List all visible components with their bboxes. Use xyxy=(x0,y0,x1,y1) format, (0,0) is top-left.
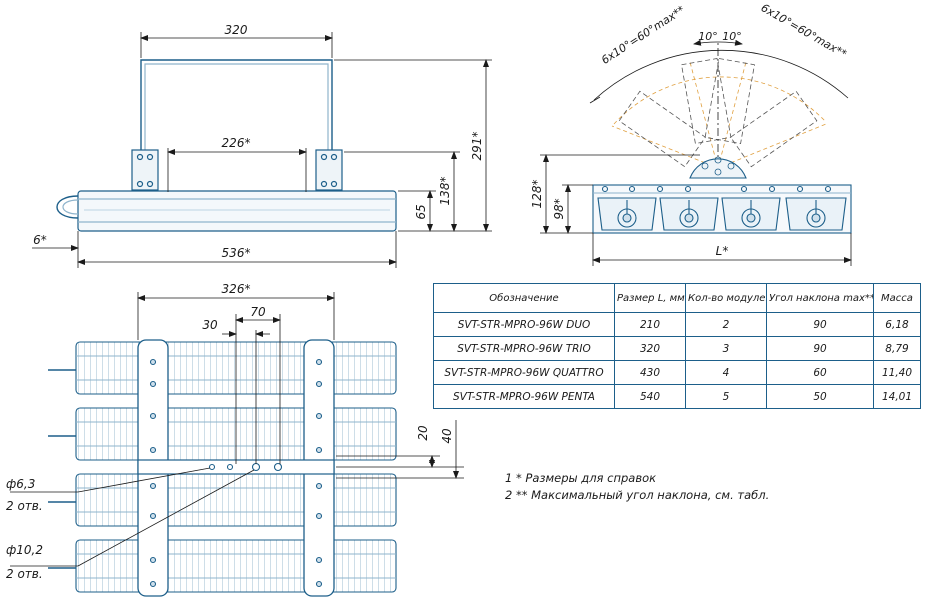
cell-tilt: 90 xyxy=(766,312,874,337)
cell-designation: SVT-STR-MPRO-96W PENTA xyxy=(433,384,615,409)
spec-table-header: Обозначение Размер L, мм Кол-во модулей … xyxy=(433,283,921,313)
table-row: SVT-STR-MPRO-96W QUATTRO 430 4 60 11,40 xyxy=(433,360,921,385)
plan-module xyxy=(48,341,397,395)
cell-mass: 8,79 xyxy=(873,336,921,361)
table-row: SVT-STR-MPRO-96W TRIO 320 3 90 8,79 xyxy=(433,336,921,361)
cell-mass: 11,40 xyxy=(873,360,921,385)
cell-size: 320 xyxy=(614,336,686,361)
plan-module xyxy=(48,539,397,593)
front-view xyxy=(56,59,397,232)
module-profile xyxy=(785,197,847,231)
hole-small-label: ф6,3 xyxy=(6,477,35,491)
footnote-reference-dims: 1 * Размеры для справок xyxy=(505,471,657,485)
side-view-body xyxy=(592,184,852,234)
footnotes: 1 * Размеры для справок 2 ** Максимальны… xyxy=(505,470,769,504)
header-mass: Масса xyxy=(873,283,921,313)
dim-291: 291* xyxy=(470,132,484,161)
header-size: Размер L, мм xyxy=(614,283,686,313)
front-view-dimensions xyxy=(32,32,492,268)
cell-size: 540 xyxy=(614,384,686,409)
plan-module xyxy=(48,407,397,461)
header-modules: Кол-во модулей xyxy=(685,283,767,313)
dim-138: 138* xyxy=(438,177,452,206)
cell-modules: 5 xyxy=(685,384,767,409)
dim-40: 40 xyxy=(440,428,454,444)
cell-mass: 14,01 xyxy=(873,384,921,409)
plan-module xyxy=(48,473,397,527)
cell-size: 210 xyxy=(614,312,686,337)
dim-320: 320 xyxy=(225,23,248,37)
cell-tilt: 90 xyxy=(766,336,874,361)
cell-modules: 3 xyxy=(685,336,767,361)
hole-large-label: ф10,2 xyxy=(6,543,43,557)
step-left: 10° xyxy=(698,30,718,43)
cell-modules: 2 xyxy=(685,312,767,337)
cell-size: 430 xyxy=(614,360,686,385)
dim-30: 30 xyxy=(202,318,218,332)
spec-table: Обозначение Размер L, мм Кол-во модулей … xyxy=(433,283,921,409)
step-right: 10° xyxy=(722,30,742,43)
module-profile xyxy=(659,197,719,231)
dim-6: 6* xyxy=(33,233,47,247)
dim-128: 128* xyxy=(530,180,544,209)
cell-designation: SVT-STR-MPRO-96W TRIO xyxy=(433,336,615,361)
dim-98: 98* xyxy=(552,198,566,219)
dim-70: 70 xyxy=(250,305,266,319)
dim-65: 65 xyxy=(414,204,428,219)
cell-modules: 4 xyxy=(685,360,767,385)
dim-226: 226* xyxy=(222,136,251,150)
angle-right: 6x10°=60°max** xyxy=(759,1,850,61)
dim-536: 536* xyxy=(222,246,251,260)
cell-designation: SVT-STR-MPRO-96W QUATTRO xyxy=(433,360,615,385)
cell-mass: 6,18 xyxy=(873,312,921,337)
cell-tilt: 60 xyxy=(766,360,874,385)
hole-large-count: 2 отв. xyxy=(6,567,43,581)
dim-326: 326* xyxy=(222,282,251,296)
side-view-dimensions xyxy=(540,154,852,266)
module-profile xyxy=(597,197,657,231)
header-tilt: Угол наклона max**,° xyxy=(766,283,874,313)
dim-20: 20 xyxy=(416,425,430,441)
table-row: SVT-STR-MPRO-96W DUO 210 2 90 6,18 xyxy=(433,312,921,337)
plan-view xyxy=(48,339,397,597)
hole-small-count: 2 отв. xyxy=(6,499,43,513)
header-designation: Обозначение xyxy=(433,283,615,313)
cell-tilt: 50 xyxy=(766,384,874,409)
footnote-max-tilt: 2 ** Максимальный угол наклона, см. табл… xyxy=(505,488,770,502)
plan-view-dimensions xyxy=(10,292,464,567)
angle-left: 6x10°=60°max** xyxy=(599,3,688,67)
table-row: SVT-STR-MPRO-96W PENTA 540 5 50 14,01 xyxy=(433,384,921,409)
cell-designation: SVT-STR-MPRO-96W DUO xyxy=(433,312,615,337)
module-profile xyxy=(721,197,781,231)
dim-L: L* xyxy=(716,244,729,258)
side-view-fan xyxy=(589,39,849,179)
